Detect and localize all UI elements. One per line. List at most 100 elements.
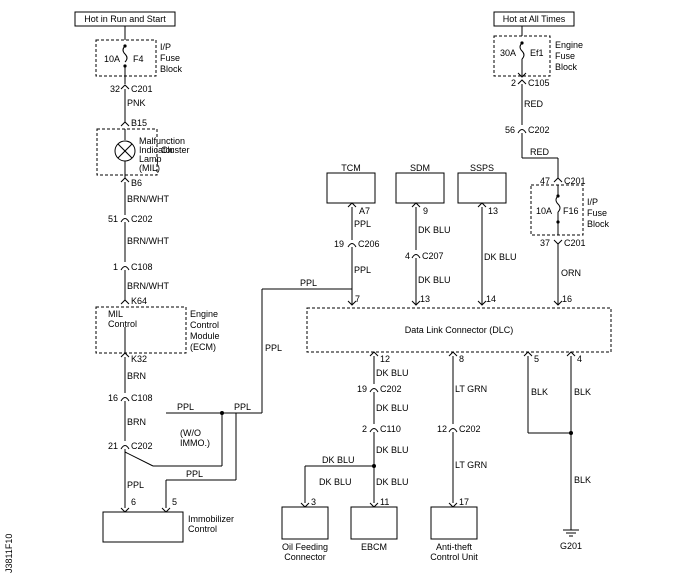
wire-brn-wht-label-2: BRN/WHT (127, 236, 169, 246)
fuse-f16-block-line1: I/P (587, 197, 598, 207)
connector-immo-pin6 (120, 507, 130, 513)
fuse-ef1-block-line2: Fuse (555, 51, 575, 61)
connector-tcm-a7 (347, 202, 357, 208)
pin-37: 37 (540, 238, 550, 248)
connector-c108-bottom (120, 397, 130, 402)
oil-feeding-label-line1: Oil Feeding (282, 542, 328, 552)
fuse-f4-dot-top (123, 44, 127, 48)
ecm-inner-line1: MIL (108, 309, 123, 319)
ebcm-box (350, 506, 398, 540)
pin-14: 14 (486, 294, 496, 304)
immobilizer-label-line2: Control (188, 524, 217, 534)
dlc-label: Data Link Connector (DLC) (405, 325, 514, 335)
connector-immo-pin5 (161, 507, 171, 513)
wire-ppl-label-top: PPL (300, 278, 317, 288)
pin-4-dlc: 4 (577, 354, 582, 364)
connector-c202-antitheft (448, 428, 458, 433)
connector-c108-label-bottom: C108 (131, 393, 153, 403)
connector-c202-mid (369, 388, 379, 393)
wire-dkblu-label-sdm1: DK BLU (418, 225, 451, 235)
pin-k32: K32 (131, 354, 147, 364)
connector-dlc-8 (448, 351, 458, 357)
tcm-label: TCM (341, 163, 361, 173)
figure-id: J3811F10 (4, 534, 14, 573)
power-all-times-box (493, 11, 575, 27)
fuse-block-ef1 (493, 35, 551, 77)
ecm-label-line4: (ECM) (190, 342, 216, 352)
wire-pnk-label: PNK (127, 98, 146, 108)
pin-1: 1 (113, 262, 118, 272)
wire-ppl-label-split-a: PPL (177, 402, 194, 412)
pin-11: 11 (380, 497, 389, 507)
fuse-f4-rating: 10A (104, 54, 120, 64)
ecm-label-line1: Engine (190, 309, 218, 319)
wo-immo-line1: (W/O (180, 428, 201, 438)
antitheft-label-line1: Anti-theft (436, 542, 473, 552)
fuse-ef1-rating: 30A (500, 48, 516, 58)
sdm-box (395, 172, 445, 204)
connector-dlc-5 (523, 351, 533, 357)
connector-c201-left (120, 84, 130, 90)
pin-17: 17 (459, 497, 469, 507)
connector-dlc-7 (347, 300, 357, 306)
connector-b6 (120, 177, 130, 183)
pin-19-c202: 19 (357, 384, 367, 394)
wire-ppl-label-tcm1: PPL (354, 219, 371, 229)
pin-56: 56 (505, 125, 515, 135)
fuse-ef1-block-line1: Engine (555, 40, 583, 50)
connector-c110 (369, 428, 379, 433)
connector-c207-label: C207 (422, 251, 444, 261)
connector-c110-label: C110 (380, 424, 401, 434)
wire-brn-wht-label-3: BRN/WHT (127, 281, 169, 291)
ecm-inner-line2: Control (108, 319, 137, 329)
pin-32: 32 (110, 84, 120, 94)
ecm-box (95, 306, 187, 354)
wire-dkblu-label-c110: DK BLU (376, 445, 409, 455)
pin-12-c202: 12 (437, 424, 447, 434)
wire-brn-label-1: BRN (127, 371, 146, 381)
pin-3: 3 (311, 497, 316, 507)
fuse-f16-name: F16 (563, 206, 579, 216)
oil-feeding-box (281, 506, 329, 540)
pin-16-dlc: 16 (562, 294, 572, 304)
pin-9: 9 (423, 206, 428, 216)
mil-label-line1: Malfunction (139, 136, 185, 146)
ebcm-label: EBCM (361, 542, 387, 552)
fuse-f4-block-line3: Block (160, 64, 183, 74)
connector-c108-top (120, 266, 130, 271)
wire-orn-label: ORN (561, 268, 581, 278)
fuse-f4-symbol (122, 45, 128, 63)
pin-5: 5 (172, 497, 177, 507)
wire-ppl-label-split-b: PPL (234, 402, 251, 412)
wo-immo-line2: IMMO.) (180, 438, 210, 448)
ecm-label-line3: Module (190, 331, 220, 341)
pin-6: 6 (131, 497, 136, 507)
wire-wo-immo-jumper (124, 451, 154, 467)
pin-47: 47 (540, 176, 550, 186)
power-run-start-label: Hot in Run and Start (84, 14, 166, 24)
mil-label-line4: (MIL) (139, 163, 160, 173)
wire-brn-label-2: BRN (127, 417, 146, 427)
pin-2-c105: 2 (511, 78, 516, 88)
wire-dkblu-label-dlc2: DK BLU (376, 403, 409, 413)
oil-feeding-label-line2: Connector (284, 552, 326, 562)
connector-antitheft-17 (448, 502, 458, 508)
connector-c201-right-bottom (553, 239, 563, 245)
mil-label-line2: Indicator (139, 145, 174, 155)
antitheft-label-line2: Control Unit (430, 552, 478, 562)
pin-b15: B15 (131, 118, 147, 128)
pin-13: 13 (420, 294, 430, 304)
wire-ppl-label-riser: PPL (265, 343, 282, 353)
wire-dkblu-label-ssps: DK BLU (484, 252, 517, 262)
wire-red-label-2: RED (530, 147, 550, 157)
fuse-ef1-dot-top (520, 41, 524, 45)
connector-c202-bottom (120, 445, 130, 450)
connector-c206 (347, 243, 357, 248)
fuse-f16-block-line2: Fuse (587, 208, 607, 218)
tcm-box (326, 172, 376, 204)
connector-c202-label-right: C202 (528, 125, 550, 135)
connector-c201-right (553, 177, 563, 183)
fuse-f16-symbol (555, 195, 561, 213)
cluster-box (96, 128, 158, 176)
